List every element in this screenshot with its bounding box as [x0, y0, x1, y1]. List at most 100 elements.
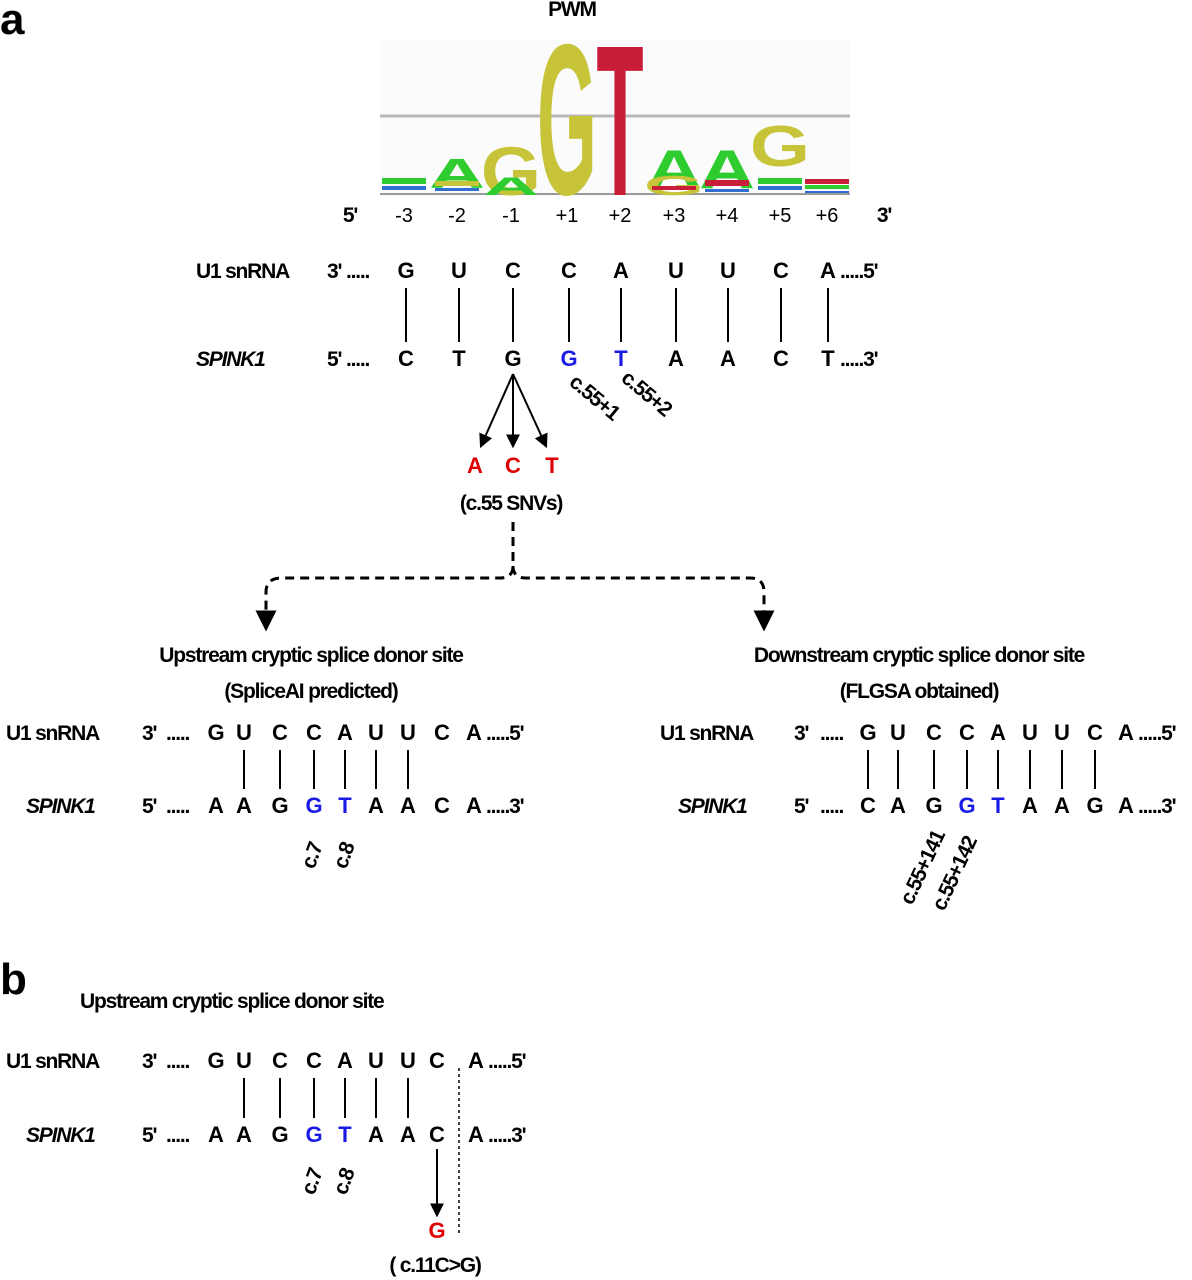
logo-position-label: -3	[395, 205, 413, 227]
position-label: c.7	[297, 839, 328, 871]
spink1-nucleotide: T	[821, 346, 835, 371]
u1-dots-left: .....	[346, 260, 370, 283]
logo-three-prime: 3'	[877, 204, 891, 227]
logo-letter-g: G	[537, 1, 597, 241]
u1-nucleotide: C	[561, 258, 577, 283]
u1-nucleotide: U	[400, 1048, 416, 1073]
spink1-nucleotide: G	[560, 346, 577, 371]
logo-minor-letter	[705, 180, 749, 186]
panel-b-title: Upstream cryptic splice donor site	[80, 990, 384, 1013]
spink1-nucleotide: T	[338, 1122, 352, 1147]
u1-three-prime: 3'	[142, 722, 156, 745]
position-label: c.55+2	[617, 366, 676, 421]
logo-minor-letter	[382, 178, 426, 184]
arrow-to-t	[512, 373, 548, 449]
spink1-nucleotide: G	[305, 793, 322, 818]
u1-dots-left: .....	[166, 722, 190, 745]
downstream-alignment: U1 snRNASPINK13'5'...............5'.....…	[660, 720, 1177, 914]
u1-nucleotide: A	[613, 258, 629, 283]
spink1-nucleotide: T	[452, 346, 466, 371]
u1-nucleotide: C	[434, 720, 450, 745]
logo-letter-a: A	[646, 139, 702, 201]
logo-minor-letter	[705, 189, 749, 192]
logo-letter-g: G	[750, 114, 810, 178]
u1-nucleotide: C	[429, 1048, 445, 1073]
snv-letter-a: A	[467, 453, 483, 478]
u1-nucleotide: A	[466, 720, 482, 745]
u1-nucleotide: G	[859, 720, 876, 745]
u1-nucleotide: A	[990, 720, 1006, 745]
spink1-nucleotide: C	[429, 1122, 445, 1147]
panel-a-label: a	[0, 0, 25, 44]
spink1-nucleotide: A	[236, 793, 252, 818]
logo-minor-letter	[805, 179, 849, 184]
spink1-dots-left: .....	[166, 795, 190, 818]
u1-dots-right: .....5'	[486, 722, 524, 745]
spink1-nucleotide: G	[504, 346, 521, 371]
spink1-five-prime: 5'	[327, 348, 341, 371]
snv-arrows	[479, 373, 548, 449]
logo-position-label: +4	[716, 205, 739, 227]
u1-nucleotide: A	[468, 1048, 484, 1073]
position-label: c.55+1	[565, 370, 625, 426]
logo-minor-letter	[382, 186, 426, 190]
downstream-title: Downstream cryptic splice donor site	[754, 644, 1085, 667]
u1-nucleotide: U	[451, 258, 467, 283]
position-label: c.8	[329, 838, 360, 871]
spink1-nucleotide: C	[773, 346, 789, 371]
logo-position-label: +1	[556, 205, 579, 227]
spink1-dots-right: .....3'	[840, 348, 878, 371]
position-label: c.7	[297, 1165, 328, 1197]
u1-dots-right: .....5'	[840, 260, 878, 283]
spink1-nucleotide: T	[991, 793, 1005, 818]
spink1-five-prime: 5'	[142, 795, 156, 818]
u1-nucleotide: G	[207, 1048, 224, 1073]
u1-snrna-label: U1 snRNA	[660, 722, 754, 745]
u1-nucleotide: G	[207, 720, 224, 745]
spink1-nucleotide: A	[400, 1122, 416, 1147]
dashed-arrow-upstream	[255, 522, 515, 632]
spink1-nucleotide: G	[271, 793, 288, 818]
logo-position-label: +6	[816, 205, 839, 227]
u1-nucleotide: U	[1022, 720, 1038, 745]
spink1-nucleotide: A	[1022, 793, 1038, 818]
spink1-nucleotide: T	[614, 346, 628, 371]
spink1-label: SPINK1	[196, 348, 265, 371]
logo-minor-letter	[652, 186, 696, 190]
arrow-to-a	[479, 373, 514, 449]
upstream-title: Upstream cryptic splice donor site	[159, 644, 463, 667]
spink1-five-prime: 5'	[142, 1124, 156, 1147]
spink1-nucleotide: A	[720, 346, 736, 371]
spink1-nucleotide: A	[466, 793, 482, 818]
spink1-dots-left: .....	[346, 348, 370, 371]
panel-b-label: b	[0, 955, 27, 1004]
u1-nucleotide: C	[926, 720, 942, 745]
panel-a-alignment: U1 snRNASPINK13'5'...............5'.....…	[196, 258, 879, 426]
logo-position-label: +2	[609, 205, 632, 227]
panel-b-alignment: U1 snRNASPINK13'5'...............5'.....…	[6, 1048, 527, 1198]
u1-dots-right: .....5'	[1138, 722, 1176, 745]
u1-nucleotide: U	[890, 720, 906, 745]
logo-title: PWM	[548, 0, 596, 21]
spink1-nucleotide: A	[668, 346, 684, 371]
spink1-nucleotide: G	[958, 793, 975, 818]
logo-minor-letter	[435, 188, 479, 191]
u1-nucleotide: U	[400, 720, 416, 745]
u1-nucleotide: C	[272, 720, 288, 745]
spink1-five-prime: 5'	[794, 795, 808, 818]
logo-minor-letters	[382, 178, 849, 193]
u1-dots-left: .....	[166, 1050, 190, 1073]
logo-letter-t: T	[596, 2, 643, 242]
u1-snrna-label: U1 snRNA	[6, 722, 100, 745]
spink1-label: SPINK1	[678, 795, 747, 818]
upstream-subtitle: (SpliceAI predicted)	[224, 680, 397, 703]
u1-three-prime: 3'	[794, 722, 808, 745]
logo-minor-letter	[758, 186, 802, 190]
u1-nucleotide: U	[236, 1048, 252, 1073]
spink1-nucleotide: A	[208, 793, 224, 818]
logo-letter-g: G	[644, 170, 704, 201]
logo-minor-letter	[435, 181, 479, 186]
variant-caption: ( c.11C>G)	[389, 1254, 481, 1277]
